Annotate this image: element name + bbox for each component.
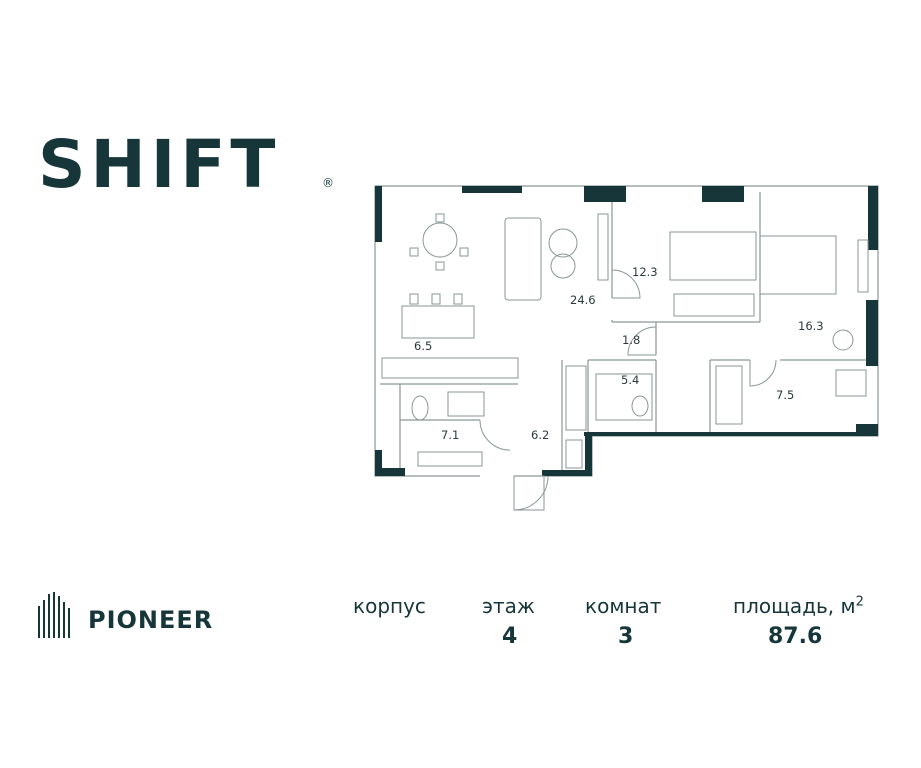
room-area-bathroom-center: 5.4: [621, 373, 639, 387]
room-area-bedroom-large: 16.3: [798, 319, 824, 333]
registered-mark: ®: [322, 176, 334, 190]
room-area-hall-small: 1.8: [622, 333, 640, 347]
floor-value: 4: [502, 624, 518, 649]
room-area-wardrobe: 7.5: [776, 388, 794, 402]
plan-furniture: [381, 213, 869, 469]
area-unit-superscript: 2: [855, 594, 864, 610]
rooms-label: комнат: [585, 594, 662, 618]
pioneer-logo-icon: [38, 592, 70, 638]
area-value: 87.6: [768, 624, 823, 649]
room-area-living: 24.6: [570, 293, 596, 307]
room-area-kitchen: 6.5: [414, 339, 432, 353]
area-label: площадь, м2: [733, 594, 864, 618]
developer-name: PIONEER: [88, 606, 214, 634]
room-area-entrance: 6.2: [531, 428, 549, 442]
building-label: корпус: [353, 594, 426, 618]
room-area-bathroom-left: 7.1: [441, 428, 459, 442]
floor-label: этаж: [482, 594, 535, 618]
rooms-value: 3: [618, 624, 634, 649]
room-area-bedroom-small: 12.3: [632, 265, 658, 279]
area-label-text: площадь, м: [733, 594, 856, 618]
brand-title: SHIFT: [38, 126, 281, 203]
plan-walls: [375, 186, 878, 476]
plan-doors: [479, 269, 777, 511]
